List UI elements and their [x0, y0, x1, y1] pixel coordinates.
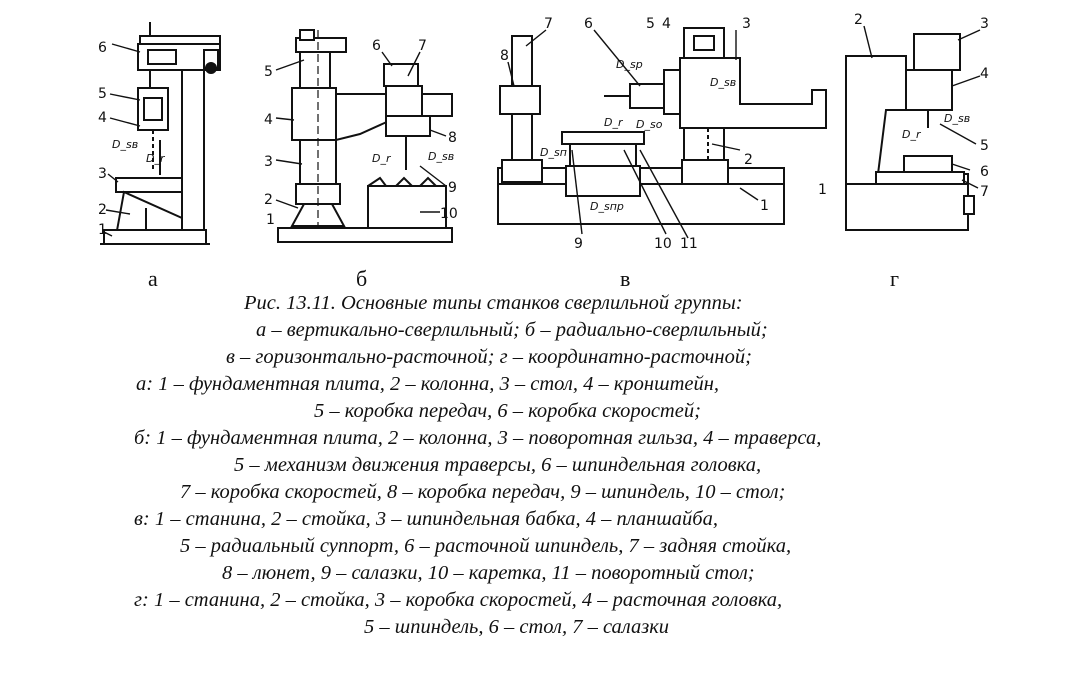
subfig-label-a: а — [148, 266, 158, 291]
caption-line-8: 7 – коробка скоростей, 8 – коробка перед… — [180, 481, 786, 503]
motion-v-dsp: D_sп — [540, 146, 567, 159]
caption-line-13: 5 – шпиндель, 6 – стол, 7 – салазки — [364, 616, 670, 638]
callout-g-4: 4 — [980, 66, 989, 82]
motion-b-dsv: D_sв — [428, 150, 454, 163]
motion-v-dspr: D_sпр — [590, 200, 624, 213]
callout-a-6: 6 — [98, 40, 107, 56]
motion-g-dr: D_r — [902, 128, 922, 141]
callout-v-10: 10 — [654, 236, 672, 252]
callout-g-2: 2 — [854, 12, 863, 28]
motion-a-dr: D_r — [146, 152, 166, 165]
motion-v-dsr: D_sр — [616, 58, 643, 71]
motion-v-dr: D_r — [604, 116, 624, 129]
callout-a-3: 3 — [98, 166, 107, 182]
callout-b-2: 2 — [264, 192, 273, 208]
callout-g-6: 6 — [980, 164, 989, 180]
callout-a-1: 1 — [98, 222, 107, 238]
motion-v-dsv: D_sв — [710, 76, 736, 89]
callout-g-3: 3 — [980, 16, 989, 32]
callout-b-1: 1 — [266, 212, 275, 228]
caption-line-10: 5 – радиальный суппорт, 6 – расточной шп… — [180, 535, 792, 557]
caption-line-3: в – горизонтально-расточной; г – координ… — [226, 346, 752, 368]
caption-line-7: 5 – механизм движения траверсы, 6 – шпин… — [234, 454, 762, 476]
callout-b-8: 8 — [448, 130, 457, 146]
motion-g-dsv: D_sв — [944, 112, 970, 125]
drawing-a-vertical-drill — [100, 22, 221, 245]
caption-line-9: в: 1 – станина, 2 – стойка, 3 – шпиндель… — [134, 508, 718, 530]
callout-g-5: 5 — [980, 138, 989, 154]
callout-v-7: 7 — [544, 16, 553, 32]
callout-a-2: 2 — [98, 202, 107, 218]
callout-a-5: 5 — [98, 86, 107, 102]
drawing-v-horizontal-boring — [497, 27, 827, 225]
callout-b-7: 7 — [418, 38, 427, 54]
caption-line-6: б: 1 – фундаментная плита, 2 – колонна, … — [134, 427, 822, 449]
callout-v-3: 3 — [742, 16, 751, 32]
callout-v-11: 11 — [680, 236, 698, 252]
callout-v-8: 8 — [500, 48, 509, 64]
subfig-label-g: г — [890, 266, 900, 291]
callout-g-1: 1 — [818, 182, 827, 198]
caption-title: Рис. 13.11. Основные типы станков сверли… — [244, 292, 743, 314]
callout-b-6: 6 — [372, 38, 381, 54]
callout-b-3: 3 — [264, 154, 273, 170]
callout-b-4: 4 — [264, 112, 273, 128]
callout-v-1: 1 — [760, 198, 769, 214]
subfig-label-v: в — [620, 266, 631, 291]
motion-v-dso: D_sо — [636, 118, 663, 131]
caption-line-11: 8 – люнет, 9 – салазки, 10 – каретка, 11… — [222, 562, 755, 584]
caption-line-4: а: 1 – фундаментная плита, 2 – колонна, … — [136, 373, 720, 395]
caption-line-5: 5 – коробка передач, 6 – коробка скорост… — [314, 400, 701, 422]
callout-v-4: 4 — [662, 16, 671, 32]
caption-line-2: а – вертикально-сверлильный; б – радиаль… — [256, 319, 768, 341]
callout-b-10: 10 — [440, 206, 458, 222]
drawing-b-radial-drill — [277, 29, 453, 243]
motion-b-dr: D_r — [372, 152, 392, 165]
callout-v-2: 2 — [744, 152, 753, 168]
drawing-g-coordinate-boring — [845, 33, 975, 231]
callout-a-4: 4 — [98, 110, 107, 126]
callout-v-5: 5 — [646, 16, 655, 32]
callout-g-7: 7 — [980, 184, 989, 200]
motion-a-dsv: D_sв — [112, 138, 138, 151]
caption-line-12: г: 1 – станина, 2 – стойка, 3 – коробка … — [134, 589, 783, 611]
figure-machine-drawings: 6 5 4 3 2 1 D_sв D_r 5 4 3 2 1 6 7 8 9 1… — [0, 0, 1087, 290]
callout-b-5: 5 — [264, 64, 273, 80]
callout-v-9: 9 — [574, 236, 583, 252]
callout-v-6: 6 — [584, 16, 593, 32]
subfig-label-b: б — [356, 266, 368, 291]
callout-b-9: 9 — [448, 180, 457, 196]
